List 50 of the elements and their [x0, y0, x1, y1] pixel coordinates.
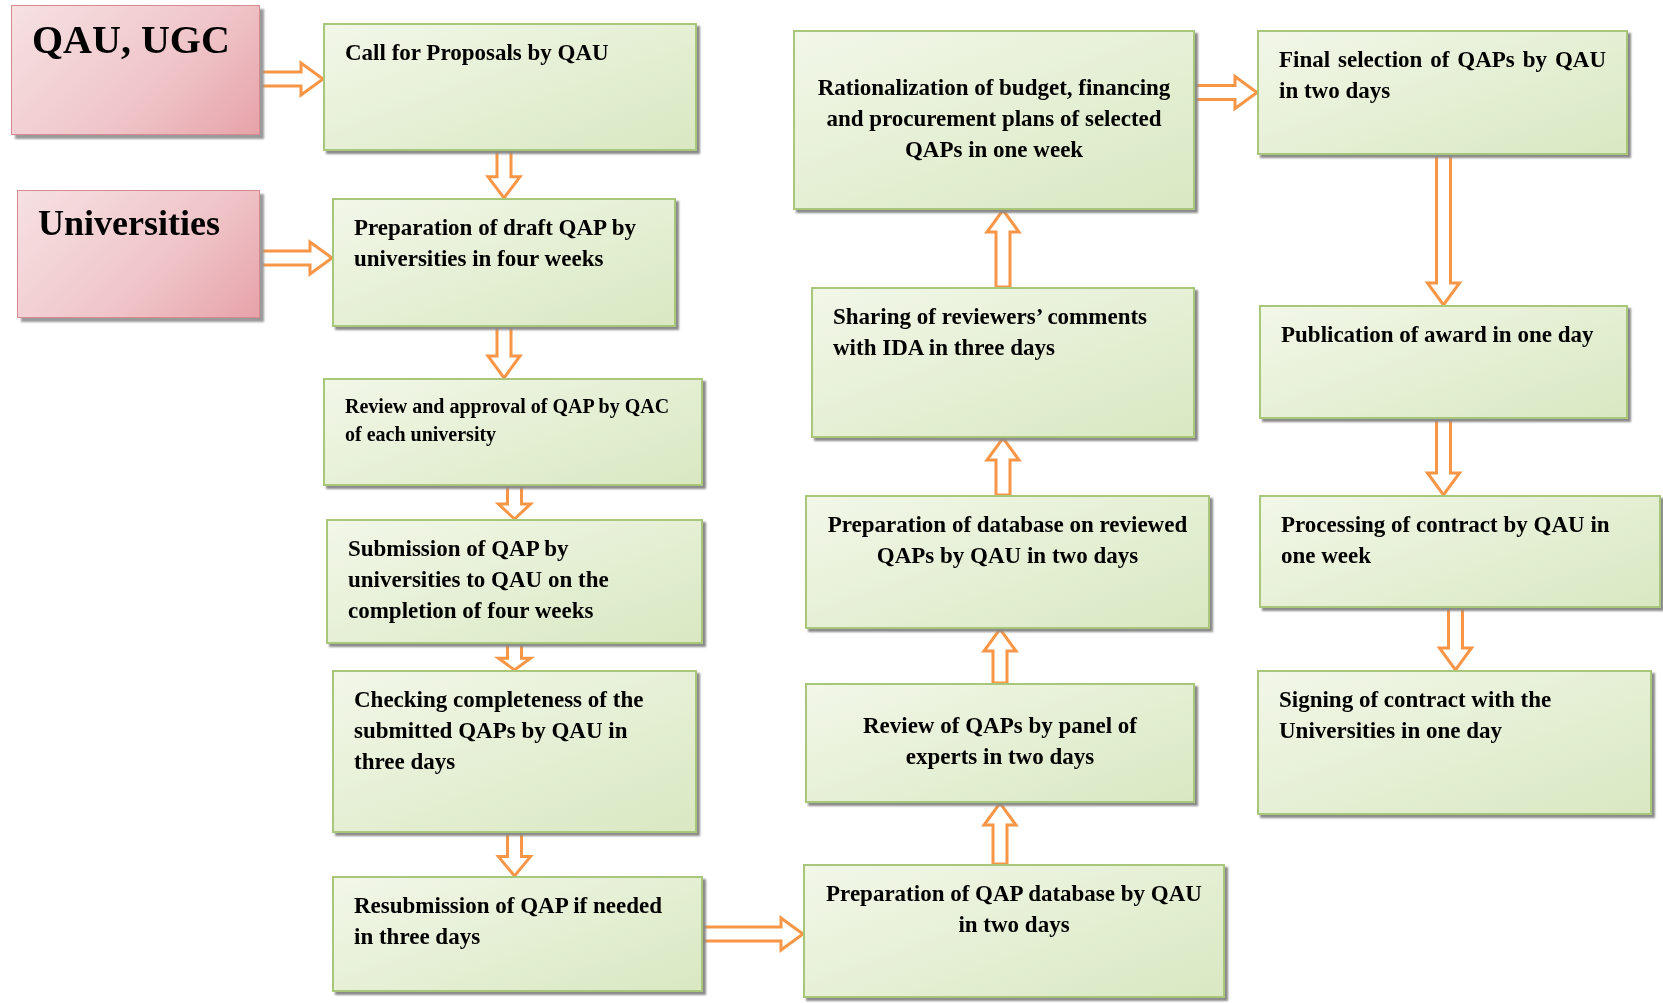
block-arrow — [485, 149, 523, 201]
actor-box — [11, 5, 260, 135]
block-arrow — [981, 800, 1019, 866]
block-arrow — [701, 915, 806, 953]
actor-box — [17, 190, 260, 318]
process-box — [803, 864, 1225, 998]
step-text: Preparation of database on reviewed QAPs by QAU in two days — [827, 511, 1188, 570]
process-box — [326, 519, 703, 644]
step-text: Review of QAPs by panel of experts in two days — [861, 712, 1139, 771]
block-arrow — [258, 239, 335, 277]
step-text: Call for Proposals by QAU — [345, 39, 610, 67]
process-box — [1257, 670, 1652, 815]
process-box — [332, 198, 676, 327]
block-arrow — [494, 484, 535, 522]
block-arrow — [1193, 73, 1260, 112]
step-text: Submission of QAP by universities to QAU on the completion of four weeks — [348, 535, 610, 625]
step-text: Sharing of reviewers’ comments with IDA in three days — [833, 303, 1149, 362]
step-text: Final selection of QAPs by QAU in two days — [1279, 46, 1606, 105]
step-text: QAU, UGC — [32, 18, 231, 62]
process-box — [1259, 495, 1661, 608]
step-text: Checking completeness of the submitted QAPs by QAU in three days — [354, 686, 645, 776]
process-box — [805, 495, 1210, 629]
block-arrow — [495, 831, 534, 879]
block-arrow — [984, 435, 1022, 497]
step-text: Rationalization of budget, financing and procurement plans of selected QAPs in one week — [816, 73, 1172, 164]
step-text: Publication of award in one day — [1281, 321, 1595, 349]
process-box — [332, 670, 697, 833]
step-text: Signing of contract with the Universities in one day — [1279, 686, 1553, 745]
process-box — [793, 30, 1195, 210]
process-box — [1259, 305, 1628, 419]
step-text: Resubmission of QAP if needed in three days — [354, 892, 663, 951]
process-box — [811, 287, 1195, 438]
step-text: Preparation of draft QAP by universities in four weeks — [354, 214, 637, 273]
process-box — [332, 876, 703, 992]
step-text: Review and approval of QAP by QAC of each university — [345, 394, 671, 448]
process-box — [1257, 30, 1628, 155]
block-arrow — [258, 60, 326, 98]
step-text: Processing of contract by QAU in one week — [1281, 511, 1611, 570]
process-box — [323, 378, 703, 486]
block-arrow — [1424, 417, 1463, 498]
block-arrow — [485, 325, 523, 381]
block-arrow — [1436, 606, 1475, 673]
process-box — [323, 23, 697, 151]
block-arrow — [493, 642, 536, 672]
step-text: Universities — [38, 203, 221, 243]
block-arrow — [984, 207, 1022, 289]
block-arrow — [1424, 153, 1463, 308]
process-box — [805, 683, 1195, 803]
block-arrow — [981, 626, 1019, 685]
step-text: Preparation of QAP database by QAU in two days — [825, 880, 1203, 939]
